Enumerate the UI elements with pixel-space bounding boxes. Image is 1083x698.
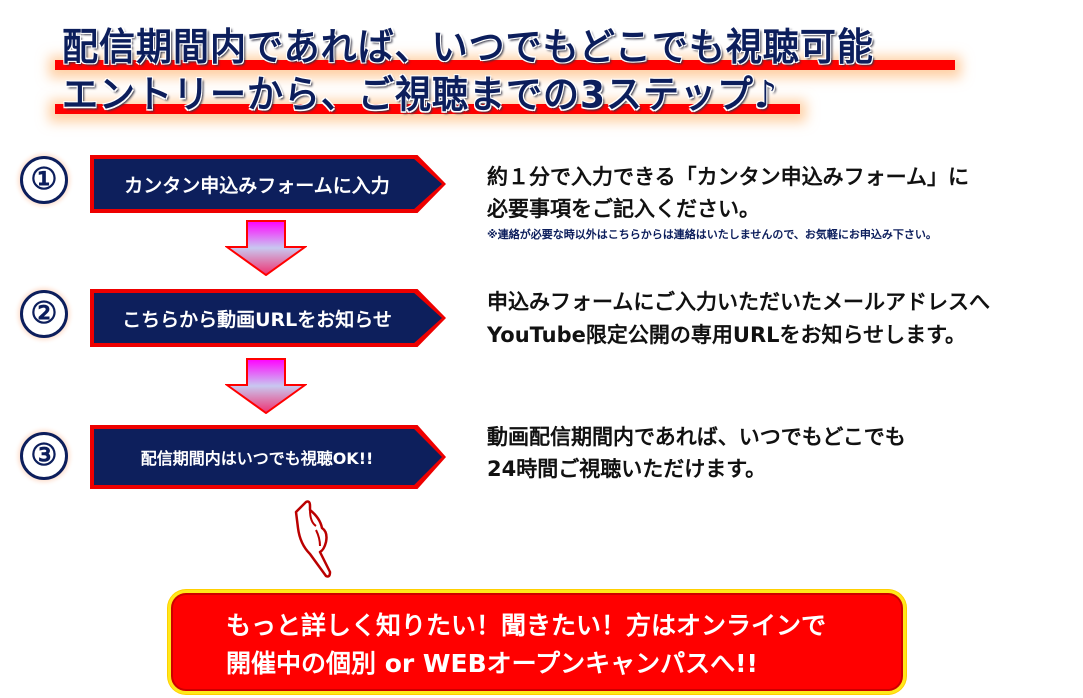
step-3-banner[interactable]: 配信期間内はいつでも視聴OK!! xyxy=(90,425,446,489)
pointing-hand-icon xyxy=(294,500,332,578)
step-1-banner[interactable]: カンタン申込みフォームに入力 xyxy=(90,155,446,213)
step-3-desc-1: 動画配信期間内であれば、いつでもどこでも xyxy=(487,425,906,449)
headline-underline-1 xyxy=(55,60,955,70)
headline-line-2: エントリーから、ご視聴までの3ステップ♪ xyxy=(62,74,779,118)
open-campus-cta-button[interactable]: もっと詳しく知りたい！聞きたい！方はオンラインで 開催中の個別 or WEBオー… xyxy=(168,590,906,694)
headline-line-1: 配信期間内であれば、いつでもどこでも視聴可能 xyxy=(62,26,874,70)
headline-underline-2 xyxy=(55,104,800,114)
step-1-label: カンタン申込みフォームに入力 xyxy=(94,159,442,209)
step-3-number: ③ xyxy=(20,432,68,480)
down-arrow-icon xyxy=(225,358,307,414)
cta-line-2: 開催中の個別 or WEBオープンキャンパスへ!! xyxy=(226,649,758,678)
step-3-label: 配信期間内はいつでも視聴OK!! xyxy=(94,429,442,485)
step-3-desc-2: 24時間ご視聴いただけます。 xyxy=(487,457,767,481)
cta-line-1: もっと詳しく知りたい！聞きたい！方はオンラインで xyxy=(226,611,827,640)
step-2-desc-2: YouTube限定公開の専用URLをお知らせします。 xyxy=(487,323,966,347)
step-1-number: ① xyxy=(20,156,68,204)
step-2-number: ② xyxy=(20,290,68,338)
step-1-desc-2: 必要事項をご記入ください。 xyxy=(487,197,760,221)
step-1-desc-1: 約１分で入力できる「カンタン申込みフォーム」に xyxy=(487,165,969,189)
step-2-label: こちらから動画URLをお知らせ xyxy=(94,293,442,343)
step-2-banner[interactable]: こちらから動画URLをお知らせ xyxy=(90,289,446,347)
step-2-desc-1: 申込みフォームにご入力いただいたメールアドレスへ xyxy=(487,290,990,314)
down-arrow-icon xyxy=(225,220,307,276)
step-1-note: ※連絡が必要な時以外はこちらからは連絡はいたしませんので、お気軽にお申込み下さい… xyxy=(487,228,937,241)
